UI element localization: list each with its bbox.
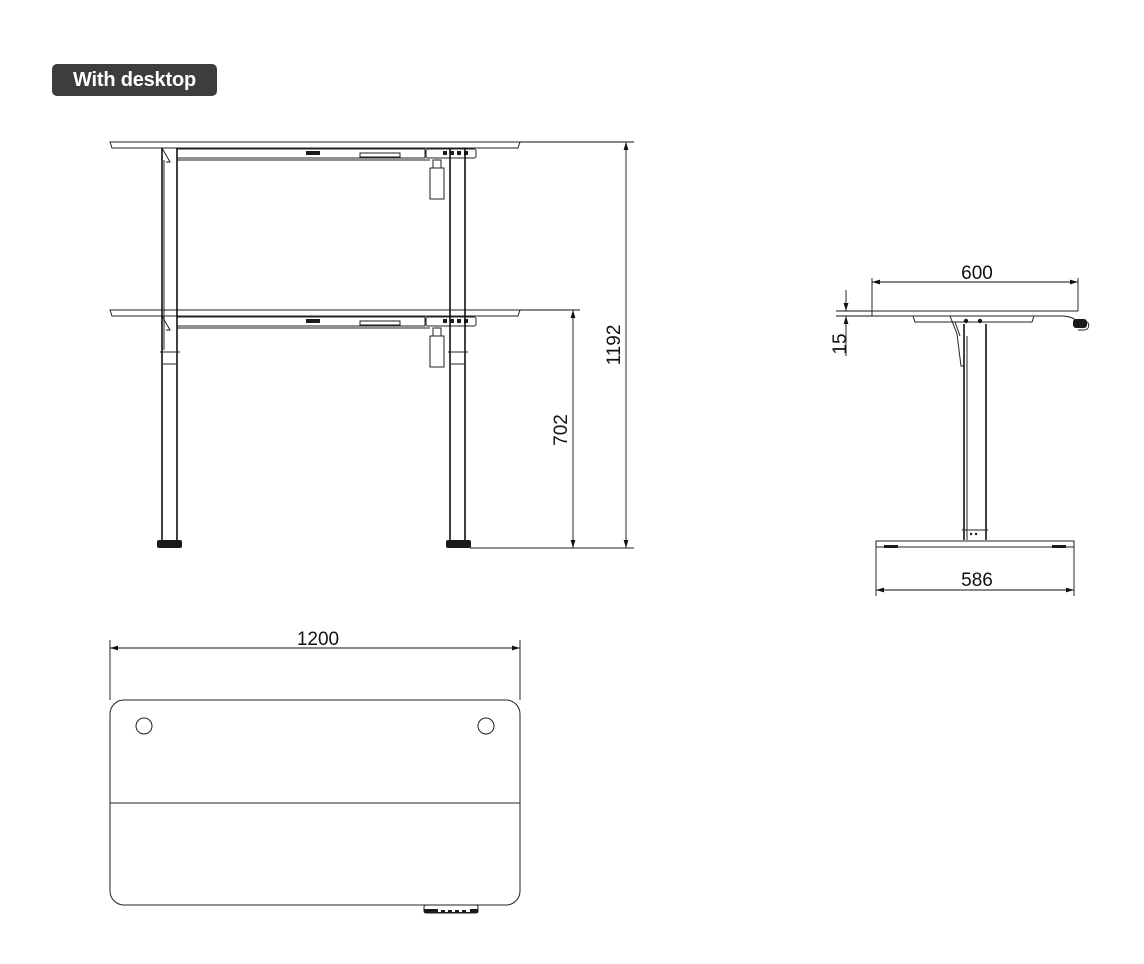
dimension-depth: 600 <box>871 263 1079 311</box>
grommet-hole-right <box>477 717 495 735</box>
lowered-desktop <box>109 309 521 368</box>
top-view: 1200 <box>109 629 521 914</box>
side-view: 600 15 586 <box>830 263 1090 596</box>
dimension-label-depth: 600 <box>961 263 993 284</box>
dimension-label-min-height: 702 <box>551 414 572 446</box>
control-buttons-lowered <box>443 319 468 323</box>
left-leg <box>157 148 182 548</box>
dimension-min-height: 702 <box>520 309 580 548</box>
front-view: 1192 702 <box>109 141 634 549</box>
dimension-base-width: 586 <box>875 547 1075 596</box>
dimension-top-thickness: 15 <box>830 290 872 356</box>
dimension-total-height: 1192 <box>520 141 634 548</box>
right-leg <box>446 148 471 548</box>
dimension-width: 1200 <box>109 629 521 700</box>
dimension-label-base-width: 586 <box>961 570 993 591</box>
grommet-hole-left <box>135 717 153 735</box>
control-buttons <box>443 151 468 155</box>
dimension-label-top-thickness: 15 <box>830 333 851 354</box>
section-badge: With desktop <box>52 64 217 96</box>
dimension-label-total-height: 1192 <box>604 325 625 366</box>
dimension-label-width: 1200 <box>297 629 339 650</box>
raised-desktop <box>109 141 521 200</box>
